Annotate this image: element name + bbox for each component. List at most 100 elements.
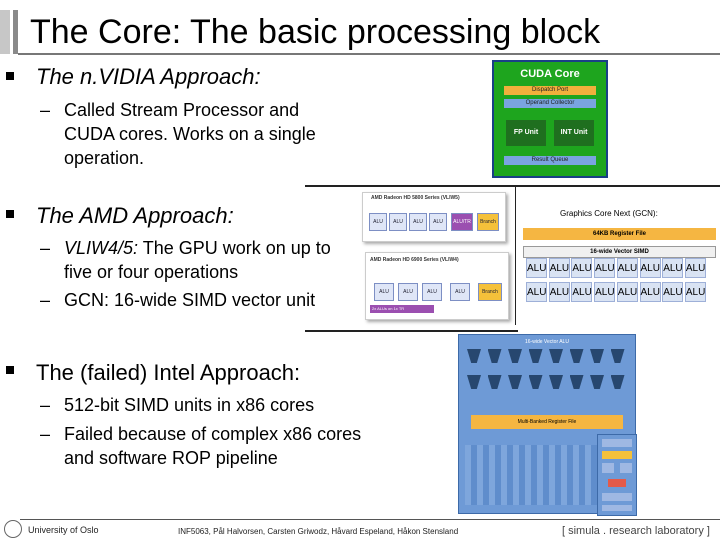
amd-vliw-text: The GPU work on up to five or four opera… xyxy=(64,238,331,282)
gcn-alu: ALU xyxy=(571,282,593,302)
vliw5-alu: ALU xyxy=(389,213,407,231)
pipeline-stage xyxy=(608,479,626,487)
bullet-square xyxy=(6,210,14,218)
gcn-alu: ALU xyxy=(548,282,570,302)
gcn-alu: ALU xyxy=(639,258,661,278)
intel-alu-unit xyxy=(508,349,522,363)
intel-alu-unit xyxy=(528,349,543,363)
vliw5-alu: ALU xyxy=(429,213,447,231)
pipeline-stage xyxy=(620,463,632,473)
intel-alu-unit xyxy=(487,375,502,389)
amd-vliw5-diagram: AMD Radeon HD 5800 Series (VLIW5) ALU AL… xyxy=(362,192,506,242)
footer-university: University of Oslo xyxy=(28,525,99,535)
cuda-dispatch-port: Dispatch Port xyxy=(504,86,596,95)
intel-alu-unit xyxy=(590,349,604,363)
separator-line xyxy=(305,330,518,332)
intel-alu-unit xyxy=(569,349,584,363)
gcn-alu: ALU xyxy=(662,258,684,278)
vliw5-alu: ALU xyxy=(369,213,387,231)
amd-point-vliw: VLIW4/5: The GPU work on up to five or f… xyxy=(64,236,354,284)
intel-alu-unit xyxy=(610,349,625,363)
intel-alu-unit xyxy=(508,375,522,389)
gcn-register-file: 64KB Register File xyxy=(523,228,716,240)
gcn-alu: ALU xyxy=(684,258,706,278)
title-underline xyxy=(18,53,720,55)
slide-title: The Core: The basic processing block xyxy=(30,13,601,51)
bullet-square xyxy=(6,72,14,80)
cuda-core-title: CUDA Core xyxy=(520,68,580,80)
vliw5-alu: ALU xyxy=(409,213,427,231)
separator-line xyxy=(305,185,720,187)
intel-alu-unit xyxy=(467,349,481,363)
intel-alu-row xyxy=(465,349,629,365)
amd-vliw4-label: AMD Radeon HD 6900 Series (VLIW4) xyxy=(370,257,459,263)
dash-marker: – xyxy=(40,290,51,310)
amd-point-gcn: GCN: 16-wide SIMD vector unit xyxy=(64,290,316,310)
gcn-alu: ALU xyxy=(639,282,661,302)
cuda-int-unit: INT Unit xyxy=(554,120,594,146)
dash-marker: – xyxy=(40,395,51,415)
intel-alu-unit xyxy=(467,375,481,389)
separator-vertical xyxy=(515,185,516,325)
pipeline-stage xyxy=(602,451,632,459)
gcn-alu: ALU xyxy=(662,282,684,302)
intel-alu-unit xyxy=(590,375,604,389)
intel-pipeline-diagram xyxy=(597,434,637,516)
vliw4-alu: ALU xyxy=(398,283,418,301)
footer-rule xyxy=(20,519,720,520)
pipeline-stage xyxy=(602,463,614,473)
vliw4-alu: ALU xyxy=(450,283,470,301)
title-accent-bar-dark xyxy=(13,10,18,54)
cuda-operand-collector: Operand Collector xyxy=(504,99,596,108)
amd-vliw-term: VLIW4/5: xyxy=(64,238,139,258)
university-seal-icon xyxy=(4,520,22,538)
dash-marker: – xyxy=(40,100,51,120)
pipeline-stage xyxy=(602,505,632,511)
cuda-result-queue: Result Queue xyxy=(504,156,596,165)
footer-course: INF5063, Pål Halvorsen, Carsten Griwodz,… xyxy=(178,527,459,536)
footer-lab: [ simula . research laboratory ] xyxy=(562,525,710,537)
gcn-alu: ALU xyxy=(571,258,593,278)
intel-alu-unit xyxy=(549,349,563,363)
gcn-alu: ALU xyxy=(526,258,547,278)
gcn-caption: Graphics Core Next (GCN): xyxy=(560,209,658,218)
gcn-alu: ALU xyxy=(616,282,638,302)
intel-alu-unit xyxy=(549,375,563,389)
intel-alu-unit xyxy=(610,375,625,389)
vliw5-branch: Branch xyxy=(477,213,499,231)
gcn-alu: ALU xyxy=(548,258,570,278)
gcn-alu: ALU xyxy=(526,282,547,302)
intel-point-failed: Failed because of complex x86 cores and … xyxy=(64,424,362,468)
nvidia-point: Called Stream Processor and CUDA cores. … xyxy=(64,100,316,168)
intel-alu-unit xyxy=(528,375,543,389)
vliw5-alu-transcendental: ALU/TR xyxy=(451,213,473,231)
gcn-simd-label: 16-wide Vector SIMD xyxy=(523,246,716,258)
amd-vliw4-diagram: AMD Radeon HD 6900 Series (VLIW4) ALU AL… xyxy=(365,252,509,320)
pipeline-stage xyxy=(602,493,632,501)
pipeline-stage xyxy=(602,439,632,447)
bullet-square xyxy=(6,366,14,374)
intel-alu-unit xyxy=(569,375,584,389)
intel-heading: The (failed) Intel Approach: xyxy=(36,360,301,385)
gcn-alu: ALU xyxy=(616,258,638,278)
intel-alu-row xyxy=(465,375,629,391)
amd-vliw5-label: AMD Radeon HD 5800 Series (VLIW5) xyxy=(371,195,460,201)
cuda-fp-unit: FP Unit xyxy=(506,120,546,146)
cuda-core-diagram: CUDA Core Dispatch Port Operand Collecto… xyxy=(492,60,608,178)
vliw4-note: 2x ALUs on 1x TR xyxy=(370,305,434,313)
gcn-alu: ALU xyxy=(594,258,616,278)
dash-marker: – xyxy=(40,424,51,444)
gcn-alu: ALU xyxy=(684,282,706,302)
nvidia-heading: The n.VIDIA Approach: xyxy=(36,64,261,89)
dash-marker: – xyxy=(40,238,51,258)
amd-heading: The AMD Approach: xyxy=(36,203,234,228)
gcn-alu: ALU xyxy=(594,282,616,302)
intel-alu-unit xyxy=(487,349,502,363)
intel-vector-alu-label: 16-wide Vector ALU xyxy=(525,339,569,345)
vliw4-branch: Branch xyxy=(478,283,502,301)
intel-register-file: Multi-Banked Register File xyxy=(471,415,623,429)
title-accent-bar xyxy=(0,10,10,54)
intel-point-simd: 512-bit SIMD units in x86 cores xyxy=(64,395,315,415)
vliw4-alu: ALU xyxy=(374,283,394,301)
